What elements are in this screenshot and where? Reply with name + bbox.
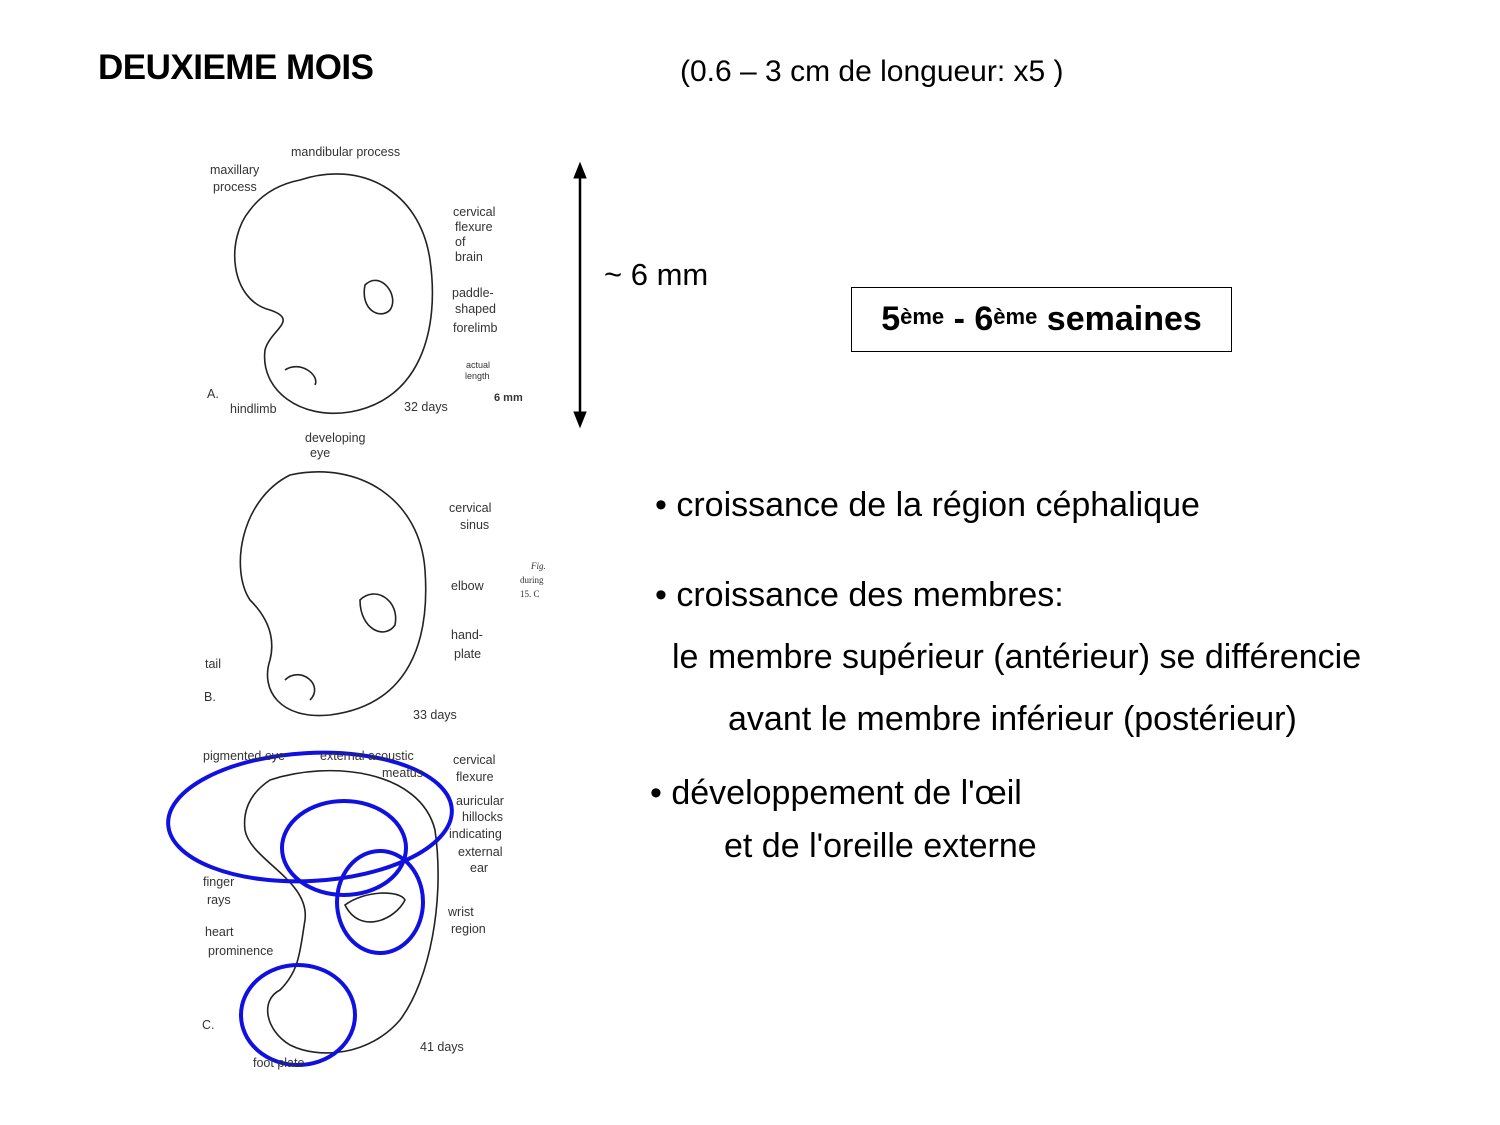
bullet-2-line-2: le membre supérieur (antérieur) se diffé…: [672, 638, 1362, 676]
label: eye: [310, 446, 331, 460]
highlight-head-ellipse: [166, 750, 454, 884]
bullet-3: • développement de l'œil: [650, 774, 1022, 813]
label: auricular: [456, 794, 504, 808]
label: prominence: [208, 944, 274, 958]
label: B.: [204, 690, 216, 704]
label: sinus: [460, 518, 490, 532]
label: A.: [207, 387, 219, 401]
label: during: [520, 575, 544, 585]
label: heart: [205, 925, 234, 939]
label: rays: [207, 893, 231, 907]
label: external: [458, 845, 503, 859]
label: paddle-: [452, 286, 494, 300]
bullet-2-line-3: avant le membre inférieur (postérieur): [728, 700, 1297, 738]
week-word: semaines: [1037, 300, 1202, 338]
label: meatus: [382, 766, 423, 780]
bullet-marker: •: [650, 774, 662, 812]
bullet-text: croissance des membres:: [676, 576, 1064, 614]
highlight-foot-circle: [239, 963, 357, 1067]
bullet-marker: •: [655, 576, 667, 614]
label: 6 mm: [494, 392, 523, 404]
label: 32 days: [404, 400, 448, 414]
label: cervical: [449, 501, 492, 515]
label: hand-: [451, 628, 483, 642]
highlight-circles: [166, 750, 454, 1067]
bullet-marker: •: [655, 486, 667, 524]
scale-label: ~ 6 mm: [604, 257, 709, 292]
label: region: [451, 922, 486, 936]
ordinal-suffix: ème: [900, 303, 945, 329]
label: process: [213, 180, 257, 194]
embryo-b-outline: [239, 471, 427, 717]
week-end: 6: [974, 300, 994, 338]
label: length: [465, 371, 490, 381]
label: foot plate: [253, 1056, 305, 1070]
label: maxillary: [210, 163, 260, 177]
label: tail: [205, 657, 221, 671]
label: flexure: [456, 770, 494, 784]
label: of: [455, 235, 466, 249]
label: elbow: [451, 579, 484, 593]
label: developing: [305, 431, 366, 445]
label: plate: [454, 647, 482, 661]
slide-title: DEUXIEME MOIS: [98, 48, 374, 87]
label: 41 days: [420, 1040, 464, 1054]
label: external acoustic: [320, 749, 414, 763]
week-start: 5: [881, 300, 901, 338]
label: finger: [203, 875, 235, 889]
label: cervical: [453, 205, 496, 219]
label: ear: [470, 861, 489, 875]
label: actual: [466, 360, 491, 370]
label: hindlimb: [230, 402, 277, 416]
highlight-ear-circle: [280, 799, 408, 897]
label: C.: [202, 1018, 215, 1032]
label: pigmented eye: [203, 749, 286, 763]
label: forelimb: [453, 321, 498, 335]
bullet-text: croissance de la région céphalique: [676, 486, 1200, 524]
bullet-2: • croissance des membres:: [655, 576, 1064, 615]
label: 33 days: [413, 708, 457, 722]
label: 15. C: [520, 589, 540, 599]
label: shaped: [455, 302, 497, 316]
label: Fig.: [531, 561, 546, 571]
highlight-hand-circle: [335, 849, 425, 955]
embryo-a-outline: [233, 173, 434, 415]
ordinal-suffix: ème: [993, 303, 1038, 329]
bullet-3-line-2: et de l'oreille externe: [724, 827, 1037, 865]
label: flexure: [455, 220, 493, 234]
label: hillocks: [462, 810, 503, 824]
label: mandibular process: [291, 145, 401, 159]
label: wrist: [448, 905, 474, 919]
label: indicating: [449, 827, 502, 841]
slide-subtitle: (0.6 – 3 cm de longueur: x5 ): [680, 55, 1064, 88]
embryo-c-outline: [243, 769, 439, 1054]
label: cervical: [453, 753, 496, 767]
label: brain: [455, 250, 483, 264]
bullet-1: • croissance de la région céphalique: [655, 486, 1200, 525]
bullet-text: développement de l'œil: [671, 774, 1022, 812]
separator: -: [944, 300, 975, 338]
